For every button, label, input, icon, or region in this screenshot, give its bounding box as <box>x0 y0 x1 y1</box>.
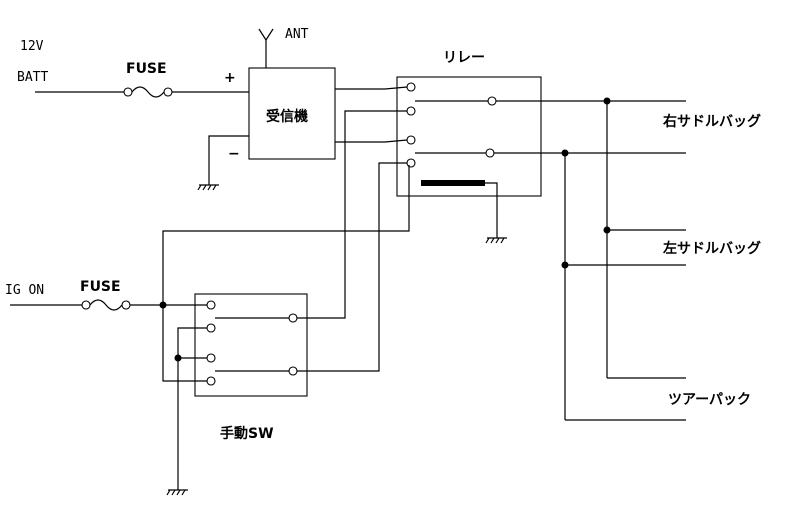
relay-switch-a <box>415 96 497 106</box>
manual-to-relay-b <box>297 162 407 372</box>
relay-box <box>396 76 542 197</box>
ig-feed <box>10 301 207 309</box>
antenna-label: ANT <box>285 27 309 42</box>
output-bus-b <box>494 149 686 421</box>
receiver-ground <box>197 135 249 191</box>
manual-switch-terminals <box>206 300 216 386</box>
ig-to-manual-switch <box>162 305 207 382</box>
receiver-outputs <box>335 86 408 143</box>
relay-coil-ground <box>485 182 507 244</box>
antenna-symbol <box>258 28 274 68</box>
ig-on-label: IG ON <box>5 283 44 298</box>
manual-switch-box <box>194 293 308 397</box>
relay-terminals <box>406 82 416 168</box>
receiver-label: 受信機 <box>266 108 308 125</box>
tour-pack-label: ツアーパック <box>668 392 751 408</box>
output-bus-a <box>496 97 686 379</box>
relay-coil <box>421 180 485 186</box>
manual-to-relay-a <box>297 110 407 319</box>
ig-to-relay-coil <box>162 165 410 305</box>
fuse-bottom-label: FUSE <box>80 279 121 295</box>
manual-switch-contact-a <box>215 313 298 323</box>
fuse-top-symbol <box>123 86 173 98</box>
batt-voltage-label: 12V <box>20 39 44 54</box>
batt-label: BATT <box>17 70 48 85</box>
left-saddlebag-label: 左サドルバッグ <box>662 240 761 257</box>
right-saddlebag-label: 右サドルバッグ <box>662 113 761 130</box>
fuse-top-label: FUSE <box>126 61 167 77</box>
manual-switch-ground <box>166 327 207 496</box>
receiver-plus-label: + <box>224 70 236 86</box>
manual-switch-label: 手動SW <box>220 425 274 442</box>
receiver-box <box>248 67 336 160</box>
relay-label: リレー <box>443 50 485 66</box>
relay-switch-b <box>415 148 495 158</box>
manual-switch-contact-b <box>215 366 298 376</box>
fuse-bottom-symbol <box>81 299 131 311</box>
receiver-minus-label: − <box>228 146 240 162</box>
